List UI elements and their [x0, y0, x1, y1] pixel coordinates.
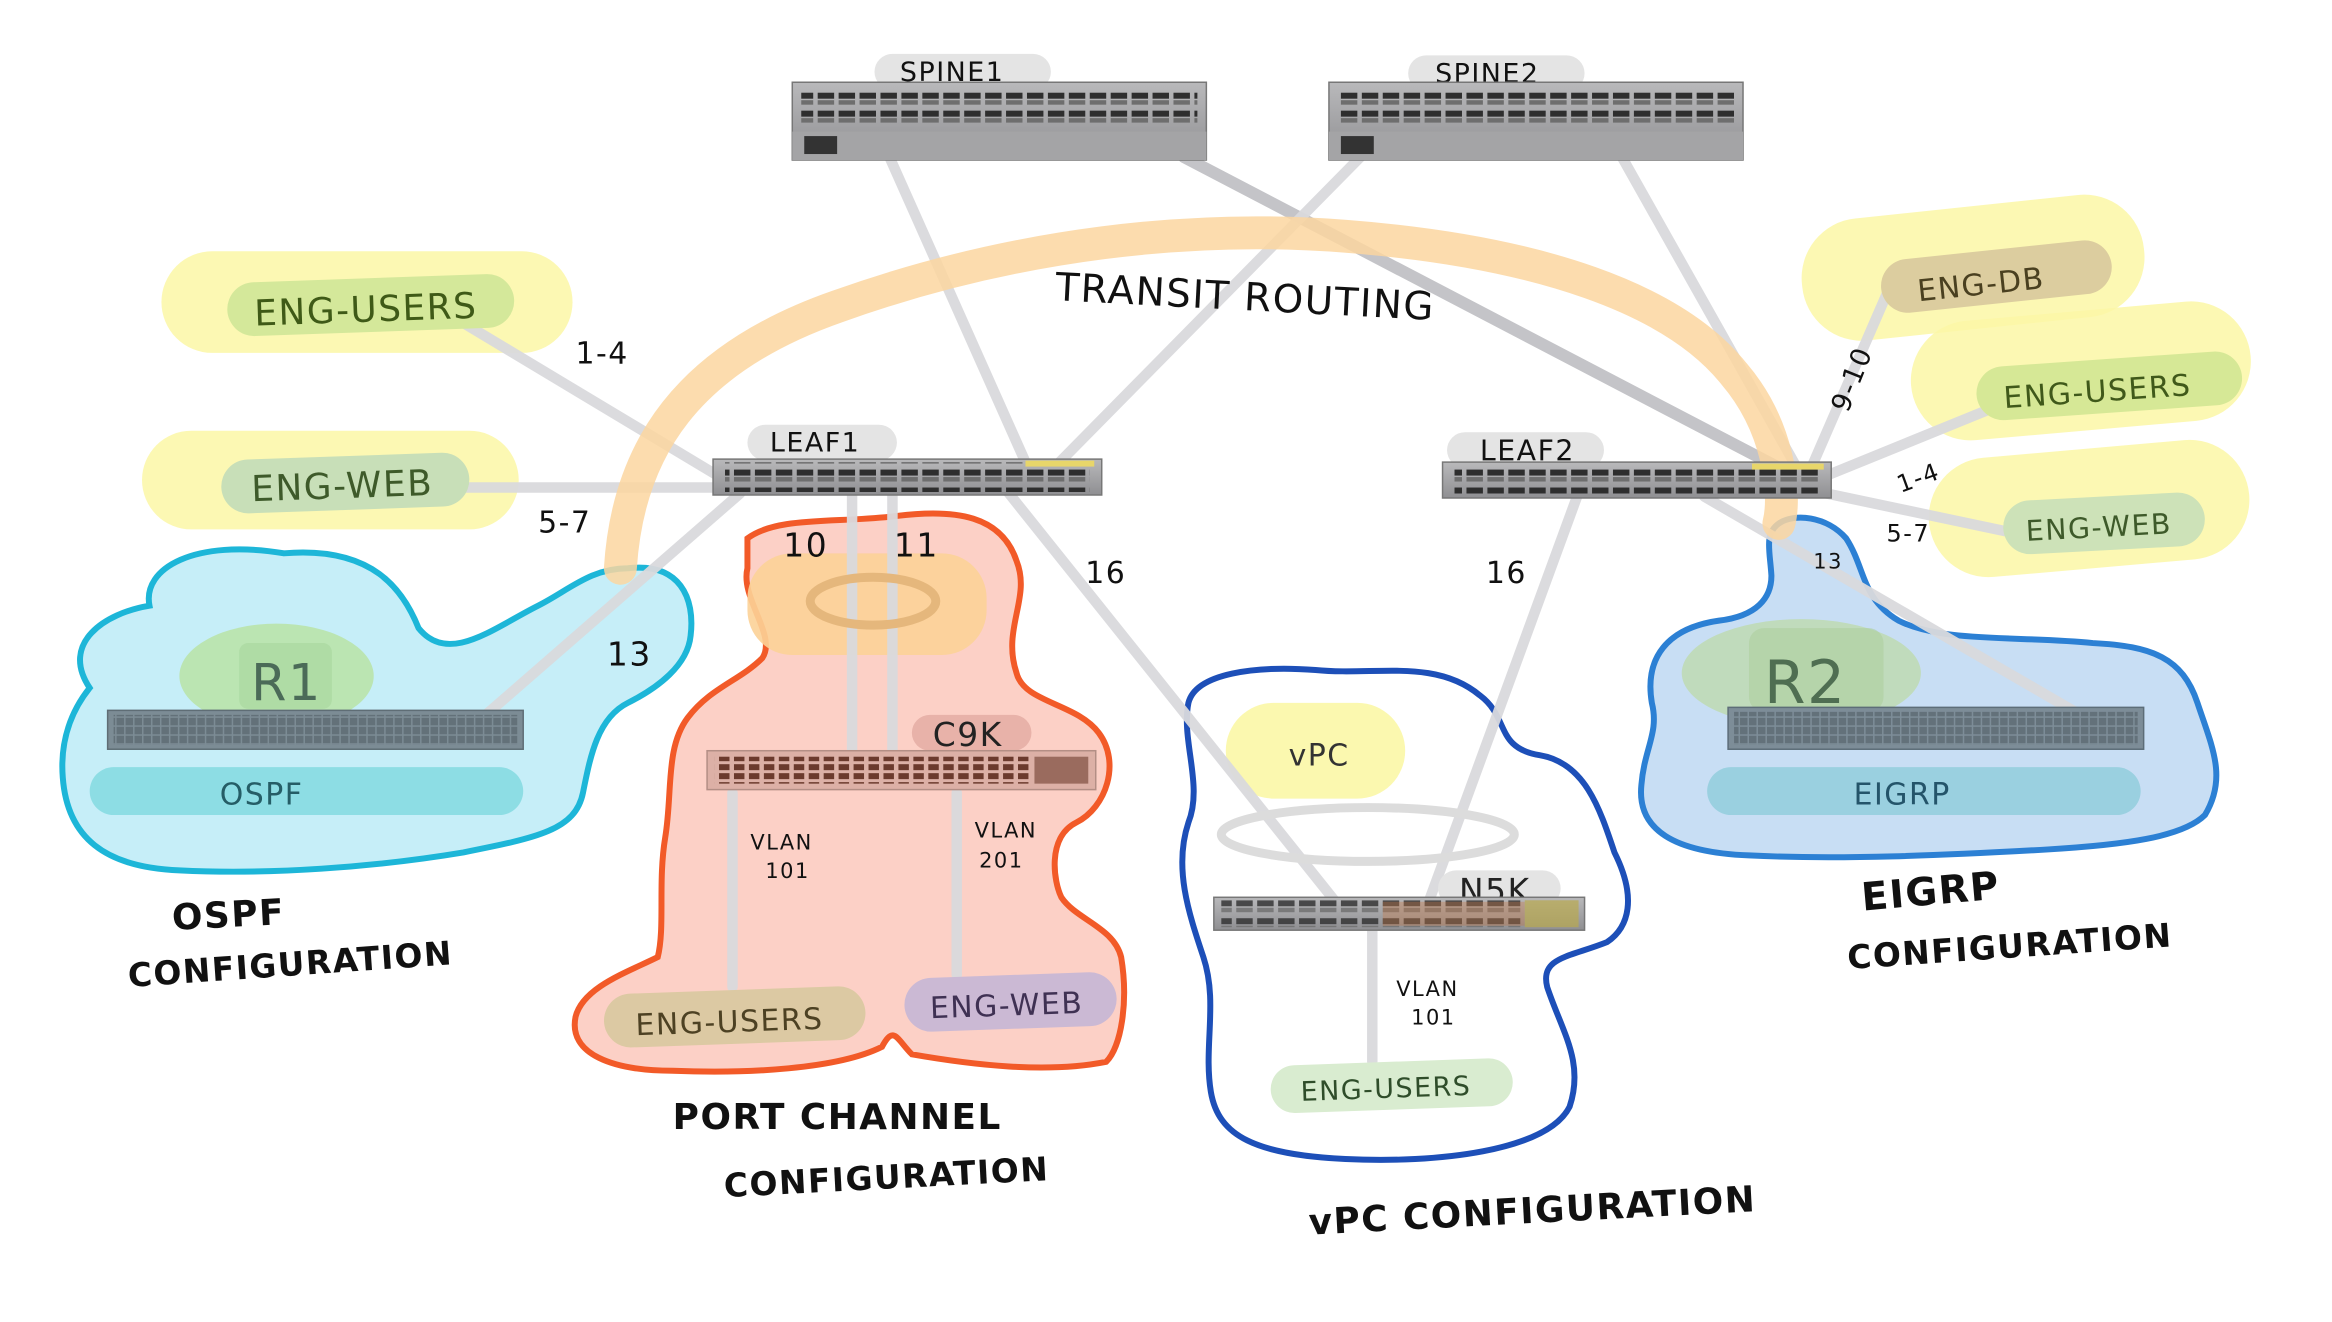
n5k-orange-ports	[1382, 901, 1525, 926]
port-channel-bundle-ring	[805, 572, 941, 630]
c9k-port-10-label: 10	[783, 525, 828, 564]
link-spine1-leaf2	[1177, 151, 1800, 482]
leaf1-port-block	[725, 462, 1090, 493]
vpc-bundle-ring	[1216, 803, 1519, 866]
port-channel-zone	[571, 510, 1128, 1075]
leaf2-port-block	[1454, 465, 1820, 496]
c9k-eng-users-pill	[603, 986, 866, 1048]
leaf2-eng-web-pill	[2003, 492, 2205, 555]
c9k-vlan101-id: 101	[765, 859, 809, 883]
leaf2-eng-users-pill	[1976, 351, 2243, 421]
leaf1-eng-web-label: ENG-WEB	[251, 463, 434, 510]
r1-port-grid	[113, 714, 518, 745]
vpc-caption: vPC CONFIGURATION	[1308, 1179, 1758, 1243]
eigrp-caption-line2: CONFIGURATION	[1846, 915, 2174, 977]
link-leaf2-eng-users	[1821, 398, 2009, 481]
ospf-caption-line1: OSPF	[171, 892, 286, 939]
c9k-vlan201-label: VLAN	[975, 818, 1037, 842]
r1-port-label: 13	[607, 634, 652, 673]
spine2-mgmt-panel	[1328, 131, 1744, 161]
c9k-switch[interactable]: C9K	[706, 714, 1097, 791]
r1-label: R1	[251, 653, 322, 712]
c9k-port-11-label: 11	[894, 525, 939, 564]
n5k-uplink-ports	[1524, 900, 1579, 928]
r1-protocol-label: OSPF	[220, 778, 304, 813]
r1-router[interactable]: R1 OSPF	[89, 643, 524, 816]
r2-port-label: 13	[1813, 549, 1843, 573]
spine1-label-tab	[874, 53, 1051, 90]
link-spine2-leaf1	[1041, 151, 1366, 481]
c9k-eng-web-label: ENG-WEB	[929, 986, 1084, 1026]
leaf1-eng-users-label: ENG-USERS	[254, 286, 478, 335]
c9k-vlan201-id: 201	[979, 848, 1023, 872]
c9k-vlan101-label: VLAN	[750, 830, 812, 854]
leaf1-n5k-port-label: 16	[1085, 556, 1126, 591]
n5k-port-block	[1221, 900, 1521, 928]
c9k-port-block	[714, 756, 1029, 784]
spine1-port-block	[801, 88, 1198, 125]
transit-routing-path	[603, 216, 1798, 585]
link-spine1-leaf1	[884, 151, 1037, 481]
spine1-mgmt-ports	[804, 136, 838, 155]
spine2-mgmt-ports	[1340, 136, 1374, 155]
r2-label-box	[1749, 628, 1884, 712]
link-leaf2-n5k	[1422, 491, 1583, 910]
n5k-eng-users-label: ENG-USERS	[1300, 1071, 1472, 1108]
n5k-vlan-id: 101	[1411, 1005, 1455, 1029]
leaf1-label: LEAF1	[770, 428, 860, 459]
leaf1-eng-users-ports: 1-4	[576, 336, 629, 371]
c9k-label-tab	[911, 714, 1032, 751]
spine1-mgmt-panel	[792, 131, 1207, 161]
links	[443, 151, 2091, 1068]
leaf2-label-tab	[1447, 432, 1604, 469]
leaf2-switch[interactable]: LEAF2	[1441, 432, 1832, 499]
r2-port-grid	[1734, 711, 2138, 745]
link-leaf2-eng-db	[1806, 278, 1897, 472]
leaf1-switch[interactable]: LEAF1	[712, 424, 1103, 496]
vpc-zone	[1179, 665, 1631, 1163]
spine2-switch[interactable]: SPINE2	[1328, 55, 1744, 161]
leaf2-uplink-ports	[1751, 463, 1824, 470]
vpc-badge-label: vPC	[1289, 739, 1350, 774]
port-channel-caption-line2: CONFIGURATION	[723, 1149, 1050, 1205]
link-leaf1-n5k	[1003, 488, 1344, 910]
link-leaf1-eng-users	[443, 308, 723, 481]
leaf1-label-tab	[747, 424, 897, 461]
r2-router[interactable]: R2 EIGRP	[1707, 628, 2145, 816]
c9k-label: C9K	[933, 715, 1003, 754]
spine1-switch[interactable]: SPINE1	[791, 53, 1208, 161]
leaf2-n5k-port-label: 16	[1486, 556, 1527, 591]
c9k-eng-web-pill	[904, 972, 1117, 1032]
c9k-uplink-module	[1034, 756, 1089, 784]
n5k-switch[interactable]: N5K	[1213, 870, 1586, 931]
port-channel-caption-line1: PORT CHANNEL	[673, 1097, 1002, 1138]
n5k-eng-users-pill	[1270, 1058, 1513, 1114]
ospf-caption-line2: CONFIGURATION	[127, 933, 455, 995]
leaf1-eng-users-pill	[227, 274, 515, 337]
highlight-port-channel	[747, 553, 987, 656]
eigrp-caption-line1: EIGRP	[1860, 864, 2002, 921]
n5k-vlan-label: VLAN	[1396, 977, 1458, 1001]
highlight-vpc-badge	[1225, 702, 1406, 799]
spine2-port-block	[1337, 88, 1735, 125]
leaf1-uplink-ports	[1025, 460, 1095, 467]
link-leaf2-eng-web	[1821, 488, 2024, 540]
r2-protocol-bar	[1707, 767, 2141, 816]
leaf1-eng-web-pill	[221, 452, 470, 514]
leaf2-eng-db-ports: 9-10	[1825, 343, 1879, 417]
r2-label: R2	[1764, 648, 1847, 718]
leaf2-eng-web-ports: 5-7	[1887, 519, 1931, 547]
r2-protocol-label: EIGRP	[1854, 778, 1951, 813]
link-leaf1-r1	[480, 488, 746, 721]
r1-label-box	[239, 643, 332, 709]
leaf1-eng-web-ports: 5-7	[538, 505, 591, 540]
c9k-eng-users-label: ENG-USERS	[635, 1002, 824, 1044]
leaf2-eng-web-label: ENG-WEB	[2025, 507, 2173, 548]
r1-protocol-bar	[89, 767, 524, 816]
leaf2-eng-db-pill	[1881, 240, 2112, 313]
transit-routing-label: TRANSIT ROUTING	[1053, 265, 1436, 330]
